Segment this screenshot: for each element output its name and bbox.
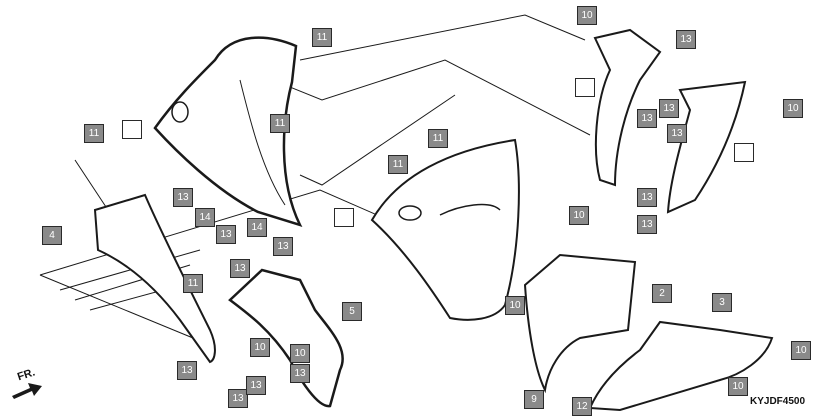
under-cowl-3 [588,320,774,412]
callout-label: 11 [183,274,203,293]
callout-label: 10 [577,6,597,25]
callout-label: 13 [228,389,248,408]
blank-reference-box [734,143,754,162]
callout-label: 10 [505,296,525,315]
callout-label: 13 [667,124,687,143]
callout-label: 10 [250,338,270,357]
callout-label: 13 [637,188,657,207]
callout-label: 13 [659,99,679,118]
blank-reference-box [334,208,354,227]
callout-label: 13 [273,237,293,256]
callout-label: 13 [246,376,266,395]
callout-label: 13 [290,364,310,383]
callout-label: 3 [712,293,732,312]
callout-label: 13 [637,215,657,234]
callout-label: 11 [84,124,104,143]
diagram-code: KYJDF4500 [750,396,806,407]
callout-label: 13 [230,259,250,278]
guide-line [39,274,211,346]
callout-label: 10 [569,206,589,225]
callout-label: 2 [652,284,672,303]
guide-line [299,94,456,186]
upper-cowl-left [153,36,303,228]
callout-label: 14 [195,208,215,227]
inner-panel-left [93,193,216,364]
callout-label: 11 [388,155,408,174]
callout-label: 12 [572,397,592,416]
callout-label: 13 [177,361,197,380]
callout-label: 14 [247,218,267,237]
callout-label: 13 [676,30,696,49]
guide-line [299,14,586,61]
callout-label: 9 [524,390,544,409]
callout-label: 10 [791,341,811,360]
logo-hole [398,205,422,221]
mounting-hole [171,101,189,123]
callout-label: 11 [428,129,448,148]
callout-label: 13 [173,188,193,207]
callout-label: 10 [728,377,748,396]
callout-label: 10 [290,344,310,363]
callout-label: 5 [342,302,362,321]
callout-label: 13 [637,109,657,128]
callout-label: 11 [312,28,332,47]
callout-label: 4 [42,226,62,245]
side-cowl-center [370,138,520,321]
callout-label: 10 [783,99,803,118]
upper-bracket-right [593,28,662,187]
middle-cowl [228,268,344,408]
callout-label: 13 [216,225,236,244]
under-cowl-2 [523,253,637,394]
blank-reference-box [575,78,595,97]
callout-label: 11 [270,114,290,133]
front-arrow-icon [12,383,42,399]
blank-reference-box [122,120,142,139]
